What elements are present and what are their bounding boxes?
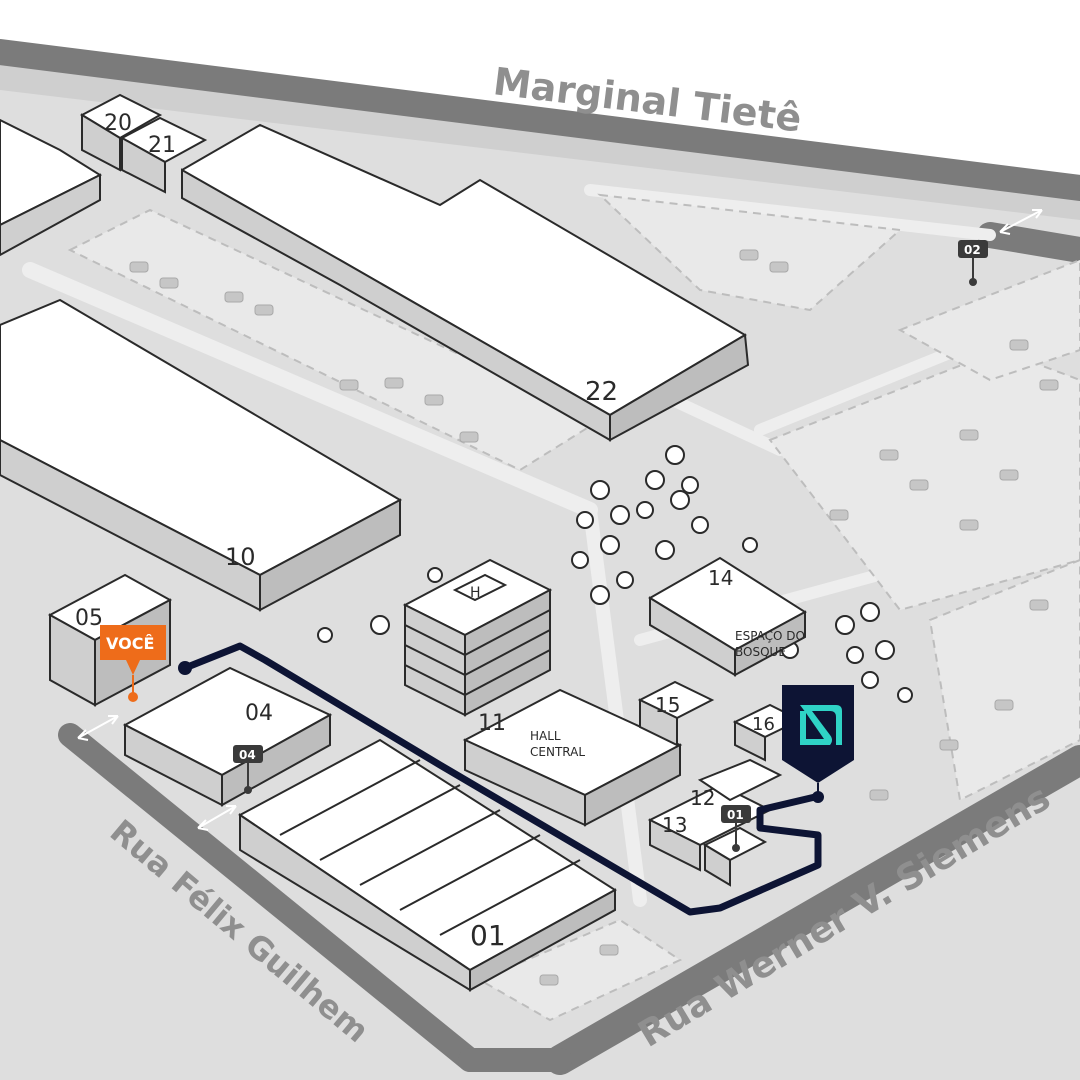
building-22 bbox=[181, 123, 750, 442]
building-05-number: 05 bbox=[75, 606, 103, 631]
building-14-name-line2: BOSQUE bbox=[735, 645, 786, 659]
building-15 bbox=[637, 680, 715, 747]
you-are-here-label: VOCÊ bbox=[106, 634, 154, 653]
you-are-here-marker[interactable]: VOCÊ bbox=[100, 625, 166, 702]
parked-cars bbox=[129, 249, 1059, 986]
building-20-21 bbox=[79, 93, 208, 194]
building-11-number: 11 bbox=[478, 711, 506, 736]
destination-marker[interactable] bbox=[782, 685, 854, 797]
building-14-name-line1: ESPAÇO DO bbox=[735, 629, 805, 643]
building-21-number: 21 bbox=[148, 133, 176, 158]
building-13-number: 13 bbox=[662, 813, 687, 837]
building-20-number: 20 bbox=[104, 111, 132, 136]
building-22-number: 22 bbox=[585, 377, 618, 407]
gate-02-label: 02 bbox=[964, 243, 981, 257]
building-11-name-line2: CENTRAL bbox=[530, 745, 585, 759]
building-14-number: 14 bbox=[708, 566, 733, 590]
building-tower-h bbox=[402, 558, 553, 717]
gate-01-label: 01 bbox=[727, 808, 744, 822]
route-start-dot bbox=[178, 661, 192, 675]
parking-lots bbox=[67, 193, 1080, 1022]
gate-01-marker[interactable]: 01 bbox=[721, 805, 751, 852]
trees bbox=[317, 445, 913, 703]
destination-logo-icon bbox=[800, 705, 842, 745]
building-14 bbox=[648, 556, 807, 677]
gate-arrows bbox=[77, 209, 1043, 831]
gate-04-marker[interactable]: 04 bbox=[233, 745, 263, 794]
building-left-top bbox=[0, 118, 103, 257]
building-01 bbox=[238, 738, 617, 992]
building-01-number: 01 bbox=[470, 919, 506, 952]
building-15-number: 15 bbox=[655, 693, 680, 717]
building-11-name-line1: HALL bbox=[530, 729, 561, 743]
gate-04-label: 04 bbox=[239, 748, 256, 762]
building-04-number: 04 bbox=[245, 701, 273, 726]
building-11 bbox=[462, 688, 683, 827]
building-10-number: 10 bbox=[225, 543, 256, 571]
gate-02-marker[interactable]: 02 bbox=[958, 240, 988, 286]
building-12-number: 12 bbox=[690, 786, 715, 810]
route-path bbox=[181, 642, 822, 916]
building-10 bbox=[0, 298, 403, 612]
building-16-number: 16 bbox=[752, 714, 775, 735]
helipad-label: H bbox=[470, 585, 481, 601]
